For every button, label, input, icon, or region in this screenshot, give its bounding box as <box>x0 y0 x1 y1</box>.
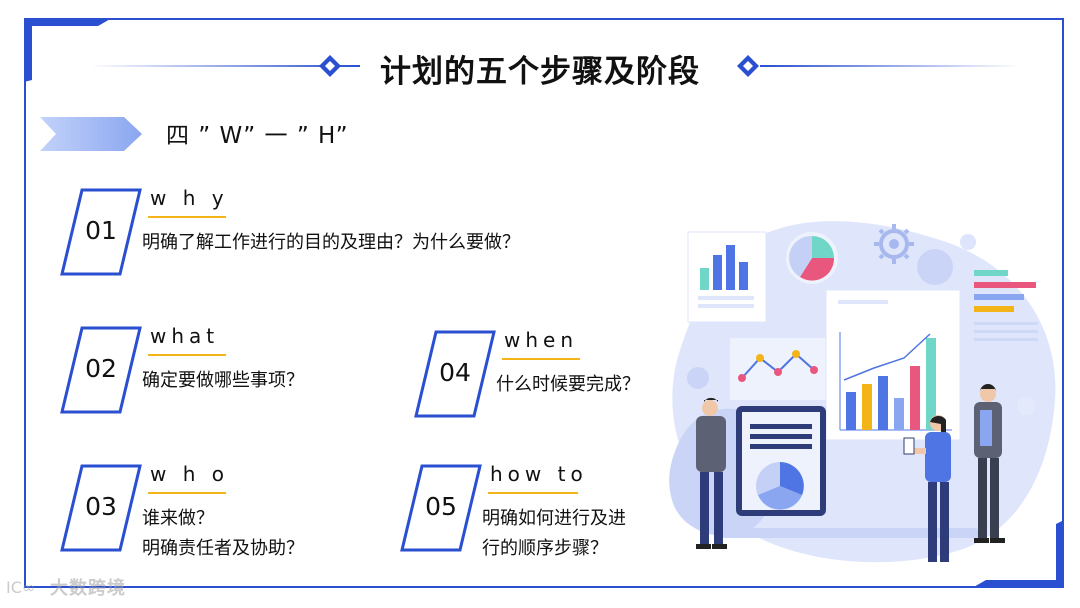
label-underline <box>148 216 226 218</box>
step-description: 谁来做？ 明确责任者及协助？ <box>142 504 304 564</box>
description-line: 行的顺序步骤？ <box>482 538 608 559</box>
label-underline <box>502 358 580 360</box>
diamond-icon <box>737 55 759 77</box>
label-underline <box>488 492 578 494</box>
description-line: 确定要做哪些事项？ <box>142 370 304 391</box>
corner-bracket-icon <box>972 520 1064 588</box>
title-bar: 计划的五个步骤及阶段 <box>60 40 1020 92</box>
step-description: 明确如何进行及进 行的顺序步骤？ <box>482 504 626 564</box>
page-title: 计划的五个步骤及阶段 <box>380 54 700 90</box>
label-underline <box>148 492 226 494</box>
description-line: 谁来做？ <box>142 508 214 529</box>
step-label: what <box>150 324 220 348</box>
number-frame <box>400 464 482 552</box>
step-description: 明确了解工作进行的目的及理由？为什么要做？ <box>142 228 520 258</box>
step-description: 确定要做哪些事项？ <box>142 366 304 396</box>
description-line: 什么时候要完成？ <box>496 374 640 395</box>
arrow-banner-icon <box>40 117 142 151</box>
step-number: 01 <box>85 216 117 245</box>
description-line: 明确如何进行及进 <box>482 508 626 529</box>
step-number: 04 <box>439 358 471 387</box>
title-line-left <box>90 65 360 67</box>
label-underline <box>148 354 226 356</box>
watermark-logo-icon: IC∞ <box>6 578 35 597</box>
step-description: 什么时候要完成？ <box>496 370 640 400</box>
step-label: w h y <box>150 186 229 210</box>
data-analysis-illustration <box>669 221 1056 563</box>
diamond-icon <box>319 55 341 77</box>
gear-icon <box>874 224 914 264</box>
number-frame <box>60 464 142 552</box>
title-line-right <box>760 65 1020 67</box>
step-label: how to <box>490 462 588 486</box>
number-frame <box>60 188 142 276</box>
svg-text:IC∞: IC∞ <box>6 578 35 597</box>
number-frame <box>60 326 142 414</box>
step-label: when <box>504 328 579 352</box>
step-number: 02 <box>85 354 117 383</box>
corner-bracket-icon <box>24 18 112 82</box>
step-number: 05 <box>425 492 457 521</box>
description-line: 明确责任者及协助？ <box>142 538 304 559</box>
step-number: 03 <box>85 492 117 521</box>
step-label: w h o <box>150 462 229 486</box>
number-frame <box>414 330 496 418</box>
description-line: 明确了解工作进行的目的及理由？为什么要做？ <box>142 232 520 253</box>
watermark-text: 大数跨境 <box>50 578 126 599</box>
subtitle: 四 ” W” 一 ” H” <box>166 123 349 149</box>
